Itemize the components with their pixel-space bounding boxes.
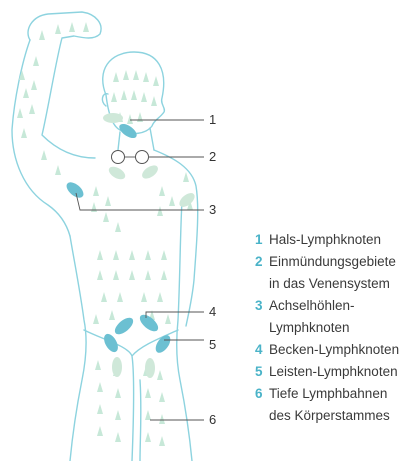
callout-number-5: 5: [209, 337, 216, 352]
legend-number: 3: [255, 295, 269, 317]
left-torso-outline: [70, 236, 86, 461]
legend-text: Becken-Lymphknoten: [269, 339, 399, 361]
axillary-node-right: [177, 190, 197, 209]
legend-text: Tiefe Lymphbahnen des Körperstammes: [269, 383, 390, 427]
flow-arrow: [101, 292, 163, 302]
flow-arrow: [111, 90, 157, 106]
flow-arrow: [113, 70, 159, 86]
flow-arrow: [91, 186, 121, 232]
legend-number: 6: [255, 383, 269, 405]
inner-leg-outline: [140, 380, 141, 461]
thigh-node: [145, 358, 155, 378]
callout-number-2: 2: [209, 149, 216, 164]
face-node: [103, 113, 123, 123]
legend-item-6: 6 Tiefe Lymphbahnen des Körperstammes: [255, 383, 399, 427]
legend-item-3: 3 Achselhöhlen- Lymphknoten: [255, 295, 399, 339]
legend-number: 1: [255, 229, 269, 251]
callout-line-4: [146, 312, 204, 318]
flow-arrow: [157, 370, 165, 446]
thigh-node: [112, 357, 122, 377]
flow-arrow: [95, 360, 103, 436]
flow-arrow: [97, 250, 167, 260]
legend-item-1: 1 Hals-Lymphknoten: [255, 229, 399, 251]
neck-lymph-node: [117, 121, 139, 141]
callout-number-1: 1: [209, 112, 216, 127]
flow-arrow: [97, 270, 167, 280]
upper-arm-outline: [12, 40, 70, 236]
flow-arrow: [113, 366, 121, 442]
lymph-flow-arrows: [17, 22, 193, 446]
legend-number: 5: [255, 361, 269, 383]
raised-arm-outline: [28, 12, 101, 158]
right-torso-outline: [177, 200, 192, 461]
callout-number-3: 3: [209, 202, 216, 217]
legend-text: Achselhöhlen- Lymphknoten: [269, 295, 355, 339]
legend-item-4: 4 Becken-Lymphknoten: [255, 339, 399, 361]
axillary-lymph-node: [64, 179, 86, 200]
callout-lines: [76, 120, 204, 420]
clavicle-node: [107, 164, 128, 182]
legend-number: 4: [255, 339, 269, 361]
legend-item-2: 2 Einmündungsgebiete in das Venensystem: [255, 251, 399, 295]
legend-number: 2: [255, 251, 269, 273]
callout-number-6: 6: [209, 412, 216, 427]
pelvic-lymph-node: [112, 315, 136, 338]
clavicle-node: [140, 163, 160, 182]
venous-junction-left: [112, 151, 125, 164]
legend-item-5: 5 Leisten-Lymphknoten: [255, 361, 399, 383]
inguinal-node-left: [101, 332, 121, 355]
venous-junction-right: [136, 151, 149, 164]
pelvic-lymph-node: [137, 312, 161, 335]
callout-number-4: 4: [209, 304, 216, 319]
legend-text: Einmündungsgebiete in das Venensystem: [269, 251, 396, 295]
flow-arrow: [29, 56, 61, 175]
body-outline: [12, 12, 198, 461]
legend-text: Hals-Lymphknoten: [269, 229, 381, 251]
legend: 1 Hals-Lymphknoten 2 Einmündungsgebiete …: [255, 229, 399, 427]
legend-text: Leisten-Lymphknoten: [269, 361, 398, 383]
